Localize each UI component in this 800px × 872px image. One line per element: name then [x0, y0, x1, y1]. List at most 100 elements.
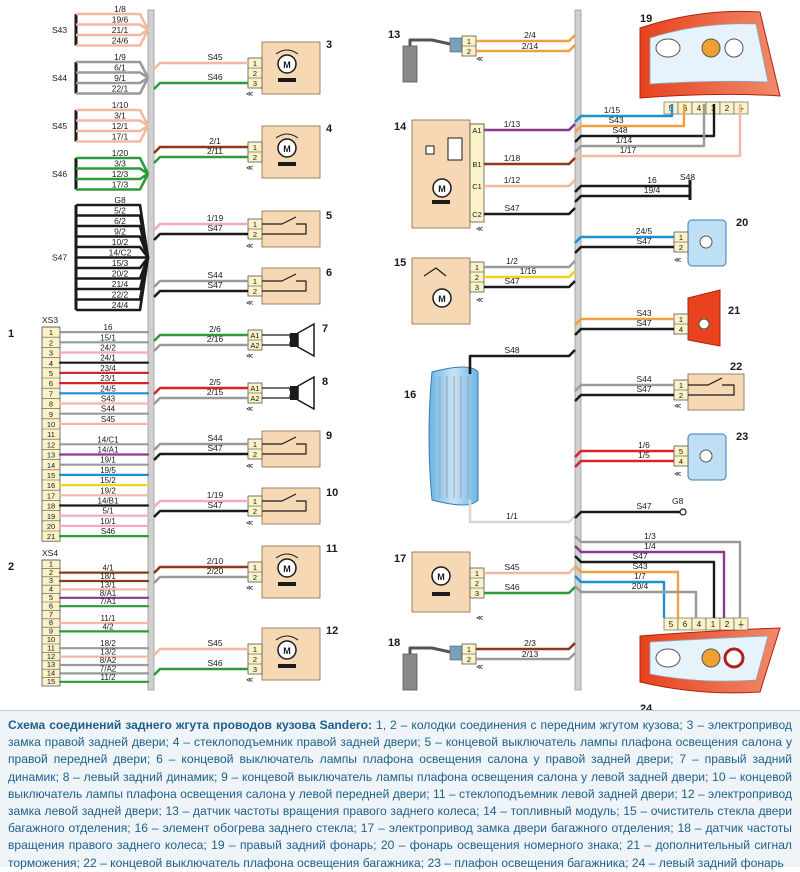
pin-number: 1	[253, 440, 257, 449]
splice-label: S44	[52, 73, 67, 83]
component-number: 4	[326, 123, 333, 135]
component-body	[687, 289, 721, 347]
wire	[76, 124, 149, 133]
motor-icon	[431, 566, 451, 586]
wire	[574, 555, 716, 618]
splice-wire-label: 15/3	[112, 258, 129, 268]
wire	[574, 449, 674, 458]
speaker-body	[290, 333, 298, 347]
pin-number: 2	[725, 620, 730, 629]
component-number: 21	[728, 305, 740, 317]
sensor-plug	[449, 645, 463, 661]
wire	[574, 104, 742, 163]
ground-sym: ≪	[246, 520, 253, 527]
motor-icon	[277, 54, 297, 74]
component-number: 23	[736, 431, 748, 443]
wire-label: 1/16	[520, 266, 537, 276]
component-number: 9	[326, 430, 332, 442]
pin-number: 2	[253, 287, 257, 296]
pin-number: 2	[475, 579, 479, 588]
wire	[423, 267, 447, 277]
ground-sym: ≪	[674, 257, 681, 264]
bulb-icon	[698, 318, 710, 330]
ground-label: G8	[672, 496, 684, 506]
connector-number: 2	[8, 561, 14, 573]
wire-label: S43	[636, 308, 651, 318]
ground-sym: ≪	[674, 403, 681, 410]
sensor-body	[402, 653, 418, 691]
wire	[574, 545, 726, 618]
wire	[76, 108, 150, 127]
ground-sym: ≪	[246, 406, 253, 413]
motor-icon	[277, 558, 297, 578]
wire	[153, 452, 248, 461]
pin-wire-label: 19/2	[100, 486, 116, 495]
wire-label: 2/20	[207, 566, 224, 576]
splice-wire-label: 22/1	[112, 84, 129, 94]
splice-wire-label: 24/6	[112, 36, 129, 46]
pin-wire-label: 4/2	[102, 622, 114, 631]
pin-number: 14	[47, 669, 55, 678]
pin-wire-label: 8/A2	[100, 656, 117, 665]
wire	[76, 77, 150, 95]
wire-label: S43	[608, 115, 623, 125]
wire	[153, 509, 248, 518]
pin-number: 4	[697, 620, 702, 629]
wire	[484, 566, 576, 575]
right-components: 13122/42/14≪18122/32/13≪A1B1C1C2A1B1C1C2…	[388, 10, 781, 710]
pin-number: 1	[253, 497, 257, 506]
wire-label: S47	[207, 443, 222, 453]
pin-wire-label: S44	[101, 405, 116, 414]
wire	[153, 81, 248, 90]
pin-number: 1	[49, 559, 53, 568]
pin-number: 1	[711, 620, 716, 629]
connector-title: XS3	[42, 315, 58, 325]
pin-number: 4	[49, 359, 53, 368]
pin-number: 8	[49, 400, 53, 409]
pin-number: 1	[475, 569, 479, 578]
pin-number: 5	[679, 447, 683, 456]
splice-wire-label: 19/6	[112, 15, 129, 25]
splice-label: S48	[680, 172, 695, 182]
wire-label: 20/4	[632, 581, 649, 591]
pin-number: 12	[47, 652, 55, 661]
sensor-plug	[449, 37, 463, 53]
figure-caption: Схема соединений заднего жгута проводов …	[0, 710, 800, 870]
component-number: 22	[730, 361, 742, 373]
wire	[476, 34, 576, 43]
pin-number: 2	[679, 243, 683, 252]
splice-wire-label: 17/3	[112, 180, 129, 190]
sensor-body	[402, 45, 418, 83]
wire	[574, 327, 674, 336]
wire	[153, 565, 248, 574]
pin-wire-label: 14/B1	[98, 497, 119, 506]
wire	[484, 586, 576, 595]
wire-label: 1/6	[638, 440, 650, 450]
ground-sym: ≪	[246, 243, 253, 250]
component-number: 8	[322, 376, 328, 388]
pin-number: 3	[253, 665, 257, 674]
pin-number: 1	[253, 277, 257, 286]
splice-wire-label: 12/3	[112, 169, 129, 179]
motor-base	[432, 200, 450, 204]
pin-number: 1	[253, 220, 257, 229]
splice-wire-label: 1/10	[112, 100, 129, 110]
pin-wire-label: 18/2	[100, 639, 116, 648]
motor-label: M	[283, 60, 291, 70]
ground-sym: ≪	[476, 664, 483, 671]
pin-wire-label: 15/1	[100, 333, 116, 342]
wire	[468, 349, 576, 374]
bulb-icon	[723, 647, 745, 669]
wire	[574, 317, 674, 326]
wire-label: S47	[636, 318, 651, 328]
wire	[484, 157, 576, 166]
